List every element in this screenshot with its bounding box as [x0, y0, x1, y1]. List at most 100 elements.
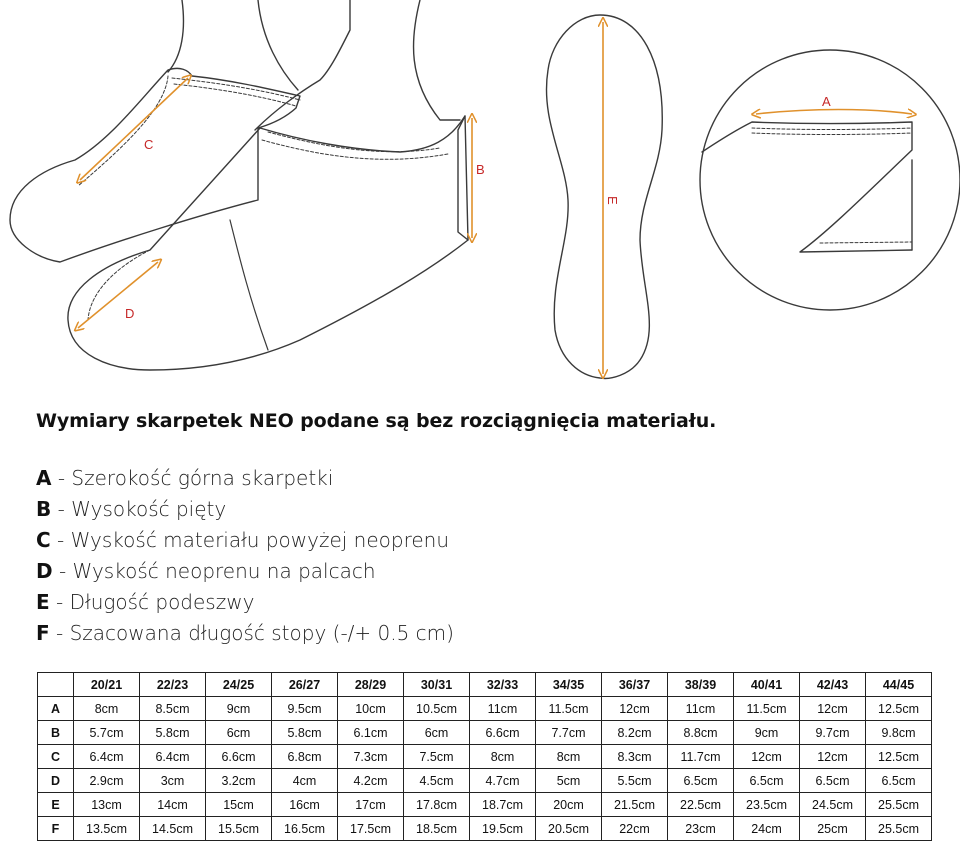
table-cell: 12.5cm	[865, 744, 932, 769]
measurement-legend: A - Szerokość górna skarpetki B - Wysoko…	[36, 463, 454, 649]
table-cell: 5.8cm	[139, 720, 206, 745]
label-a: A	[822, 94, 831, 109]
table-cell: 11cm	[469, 696, 536, 721]
legend-item: D - Wyskość neoprenu na palcach	[36, 559, 376, 583]
table-cell: 20cm	[535, 792, 602, 817]
table-cell: 8.8cm	[667, 720, 734, 745]
table-cell: 16cm	[271, 792, 338, 817]
table-cell: 4.2cm	[337, 768, 404, 793]
table-cell: 22cm	[601, 816, 668, 841]
table-cell: 23cm	[667, 816, 734, 841]
legend-item: C - Wyskość materiału powyżej neoprenu	[36, 528, 450, 552]
table-cell: 19.5cm	[469, 816, 536, 841]
table-cell: 3cm	[139, 768, 206, 793]
table-cell: 11.5cm	[733, 696, 800, 721]
table-cell: 6cm	[205, 720, 272, 745]
legend-item: F - Szacowana długość stopy (-/+ 0.5 cm)	[36, 621, 454, 645]
size-header: 34/35	[535, 672, 602, 697]
table-cell: 13.5cm	[73, 816, 140, 841]
table-cell: 13cm	[73, 792, 140, 817]
row-key: F	[37, 816, 74, 841]
table-cell: 5.7cm	[73, 720, 140, 745]
table-cell: 18.7cm	[469, 792, 536, 817]
table-cell: 9cm	[733, 720, 800, 745]
measure-d	[78, 262, 158, 328]
table-cell: 25.5cm	[865, 816, 932, 841]
size-header: 44/45	[865, 672, 932, 697]
table-cell: 6.4cm	[73, 744, 140, 769]
measure-c	[80, 78, 188, 180]
table-cell: 9cm	[205, 696, 272, 721]
table-cell: 7.3cm	[337, 744, 404, 769]
table-cell: 5.5cm	[601, 768, 668, 793]
table-cell: 14.5cm	[139, 816, 206, 841]
table-cell: 9.7cm	[799, 720, 866, 745]
table-cell: 5cm	[535, 768, 602, 793]
table-cell: 8.3cm	[601, 744, 668, 769]
table-cell: 22.5cm	[667, 792, 734, 817]
row-key: B	[37, 720, 74, 745]
table-cell: 4cm	[271, 768, 338, 793]
detail-circle	[699, 49, 960, 311]
table-cell: 8.5cm	[139, 696, 206, 721]
table-cell: 24cm	[733, 816, 800, 841]
back-leg-outline	[167, 0, 185, 73]
table-cell: 6.5cm	[865, 768, 932, 793]
table-cell: 8cm	[535, 744, 602, 769]
table-cell: 25cm	[799, 816, 866, 841]
table-cell: 9.8cm	[865, 720, 932, 745]
table-cell: 17cm	[337, 792, 404, 817]
table-cell: 6.6cm	[469, 720, 536, 745]
table-cell: 6.8cm	[271, 744, 338, 769]
table-cell: 3.2cm	[205, 768, 272, 793]
table-cell: 9.5cm	[271, 696, 338, 721]
size-header: 38/39	[667, 672, 734, 697]
row-key: A	[37, 696, 74, 721]
sock-diagram: C D B E A	[0, 0, 960, 392]
table-cell: 20.5cm	[535, 816, 602, 841]
table-cell: 12cm	[733, 744, 800, 769]
label-e: E	[605, 196, 620, 205]
table-cell: 5.8cm	[271, 720, 338, 745]
table-cell: 6.6cm	[205, 744, 272, 769]
label-d: D	[125, 306, 134, 321]
table-cell: 4.7cm	[469, 768, 536, 793]
front-leg-outline	[254, 0, 351, 131]
table-cell: 6.5cm	[667, 768, 734, 793]
table-cell: 12.5cm	[865, 696, 932, 721]
table-cell: 12cm	[601, 696, 668, 721]
table-cell: 17.5cm	[337, 816, 404, 841]
table-cell: 6cm	[403, 720, 470, 745]
table-cell: 14cm	[139, 792, 206, 817]
table-cell: 18.5cm	[403, 816, 470, 841]
size-header: 30/31	[403, 672, 470, 697]
table-cell: 8.2cm	[601, 720, 668, 745]
table-cell: 17.8cm	[403, 792, 470, 817]
table-cell: 8cm	[73, 696, 140, 721]
table-cell: 7.5cm	[403, 744, 470, 769]
table-cell: 24.5cm	[799, 792, 866, 817]
table-cell: 6.1cm	[337, 720, 404, 745]
table-corner-cell	[37, 672, 74, 697]
legend-item: B - Wysokość pięty	[36, 497, 227, 521]
table-cell: 4.5cm	[403, 768, 470, 793]
table-cell: 15.5cm	[205, 816, 272, 841]
size-header: 26/27	[271, 672, 338, 697]
table-cell: 15cm	[205, 792, 272, 817]
table-cell: 8cm	[469, 744, 536, 769]
size-header: 28/29	[337, 672, 404, 697]
table-cell: 25.5cm	[865, 792, 932, 817]
table-cell: 6.5cm	[733, 768, 800, 793]
table-cell: 10.5cm	[403, 696, 470, 721]
front-sock-outline	[67, 115, 469, 371]
label-b: B	[476, 162, 485, 177]
size-header: 36/37	[601, 672, 668, 697]
sole-outline	[545, 14, 663, 380]
size-header: 42/43	[799, 672, 866, 697]
